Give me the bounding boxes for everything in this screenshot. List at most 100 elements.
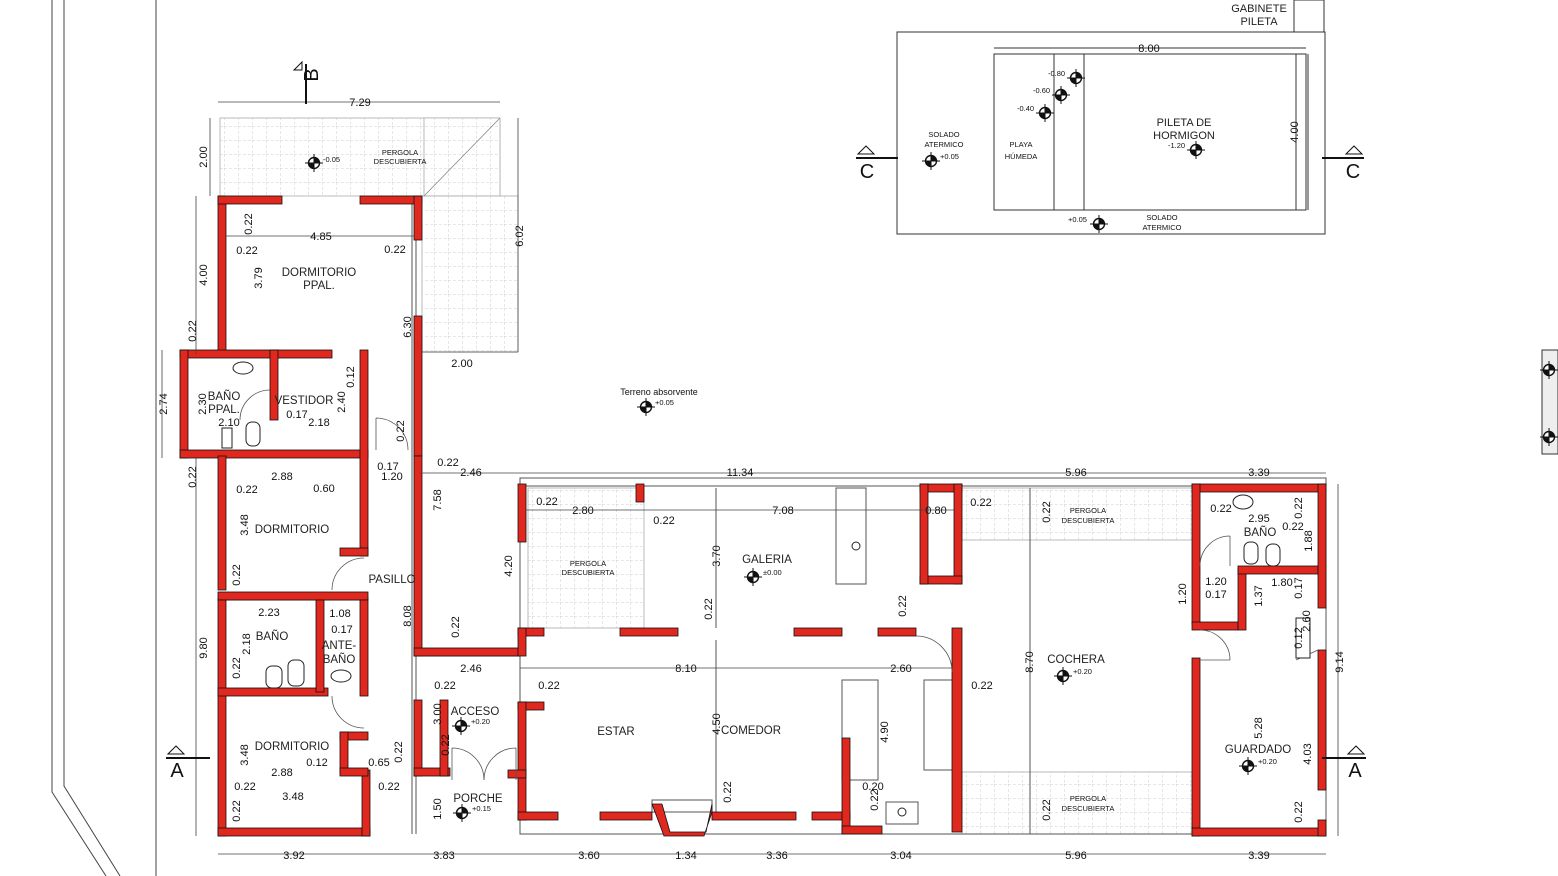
section-arrow-icon (166, 60, 1366, 759)
level-terreno: +0.05 (655, 398, 674, 407)
dimension-text-vertical: 2.00 6.02 0.22 4.00 3.79 6.30 0.22 2.74 … (158, 121, 1346, 822)
pergola-areas (219, 117, 1193, 835)
toilet-icon (1265, 543, 1281, 567)
playa-2: HÚMEDA (1005, 152, 1038, 161)
room-cochera: COCHERA (1047, 654, 1105, 666)
dim: 0.60 (313, 483, 334, 495)
dim: 2.18 (241, 633, 253, 654)
dim: 5.28 (1253, 717, 1265, 738)
dim: 0.22 (1041, 501, 1053, 522)
dim: 0.22 (1293, 497, 1305, 518)
room-pasillo: PASILLO (368, 574, 415, 586)
dim: 0.17 (1293, 577, 1305, 598)
dim: 2.88 (271, 767, 292, 779)
dim: 0.80 (925, 505, 946, 517)
level-guardado: +0.20 (1258, 757, 1277, 766)
playa-1: PLAYA (1009, 140, 1032, 149)
dim: 0.22 (236, 484, 257, 496)
dim: 4.00 (1289, 121, 1301, 142)
walls (179, 195, 1327, 837)
dim: 0.22 (187, 320, 199, 341)
dim: 4.20 (503, 555, 515, 576)
dim: 2.00 (451, 358, 472, 370)
level-solado-bottom: +0.05 (1068, 215, 1087, 224)
dim: 2.88 (271, 471, 292, 483)
dim: 2.80 (572, 505, 593, 517)
dim: 3.48 (239, 744, 251, 765)
dim: 3.79 (253, 267, 265, 288)
dim: 7.08 (772, 505, 793, 517)
dim: 4.03 (1302, 743, 1314, 764)
dim: 2.00 (198, 146, 210, 167)
dim: 3.00 (432, 703, 444, 724)
dim: 3.60 (578, 850, 599, 862)
pergola-galeria-2: DESCUBIERTA (562, 568, 615, 577)
level-marker-icon (1053, 666, 1073, 686)
dim: 0.12 (1293, 627, 1305, 648)
sink-icon (1232, 494, 1254, 510)
level-marker-icon (1035, 103, 1055, 123)
solado-left-1: SOLADO (928, 130, 959, 139)
dim: 0.17 (331, 624, 352, 636)
dim: 2.40 (336, 391, 348, 412)
dim: 0.22 (653, 515, 674, 527)
pergola-cochera-bot-1: PERGOLA (1070, 794, 1106, 803)
level-marker-icon (743, 567, 763, 587)
dim: 4.90 (879, 721, 891, 742)
dim: 0.22 (234, 781, 255, 793)
pileta-1: PILETA DE (1157, 117, 1212, 129)
dim: 1.50 (432, 798, 444, 819)
dim: 9.14 (1334, 651, 1346, 672)
dim: 8.08 (402, 605, 414, 626)
dim: 2.10 (218, 417, 239, 429)
dim: 2.46 (460, 663, 481, 675)
fixtures (221, 361, 1311, 817)
dim: 3.48 (239, 514, 251, 535)
dim: 3.48 (282, 791, 303, 803)
dim: 0.22 (722, 781, 734, 802)
level-acceso: +0.20 (471, 717, 490, 726)
dim: 8.00 (1138, 43, 1159, 55)
dim: 0.12 (306, 757, 327, 769)
room-vestidor: VESTIDOR (275, 395, 334, 407)
dim: 0.22 (231, 564, 243, 585)
dim: 0.22 (1282, 521, 1303, 533)
dim: 6.30 (402, 316, 414, 337)
level-step2: -0.60 (1033, 86, 1050, 95)
terreno-label: Terreno absorvente (620, 387, 698, 397)
dim: 1.20 (381, 471, 402, 483)
dim: 0.22 (440, 734, 452, 755)
room-bano: BAÑO (256, 630, 289, 643)
dim: 0.20 (862, 781, 883, 793)
section-a-right: A (1348, 760, 1362, 782)
dim: 0.22 (536, 496, 557, 508)
section-c-right: C (1346, 161, 1360, 183)
dim: 2.74 (158, 393, 170, 414)
dim: 0.22 (187, 466, 199, 487)
dim: 3.04 (890, 850, 911, 862)
dim: 0.22 (393, 741, 405, 762)
level-pileta: -1.20 (1168, 141, 1185, 150)
site-boundary (51, 0, 157, 876)
pool-area (896, 0, 1326, 235)
dim: 2.46 (460, 467, 481, 479)
dim: 11.34 (727, 467, 754, 479)
room-labels: DORMITORIO PPAL. VESTIDOR BAÑO PPAL. DOR… (208, 3, 1292, 813)
room-estar: ESTAR (597, 726, 635, 738)
sink-icon (330, 669, 352, 683)
dim: 0.22 (243, 213, 255, 234)
gabinete-2: PILETA (1240, 16, 1278, 28)
dim: 3.70 (711, 545, 723, 566)
dim: 5.96 (1065, 467, 1086, 479)
dim: 0.22 (395, 420, 407, 441)
level-marker-icon (1066, 68, 1086, 88)
pergola-top-1: PERGOLA (382, 148, 418, 157)
dim: 0.65 (368, 757, 389, 769)
solado-left-2: ATERMICO (924, 140, 963, 149)
sink-icon (232, 361, 254, 375)
dim: 0.22 (231, 657, 243, 678)
dim: 3.39 (1248, 850, 1269, 862)
dim: 0.22 (869, 789, 881, 810)
toilet-icon (245, 421, 261, 447)
